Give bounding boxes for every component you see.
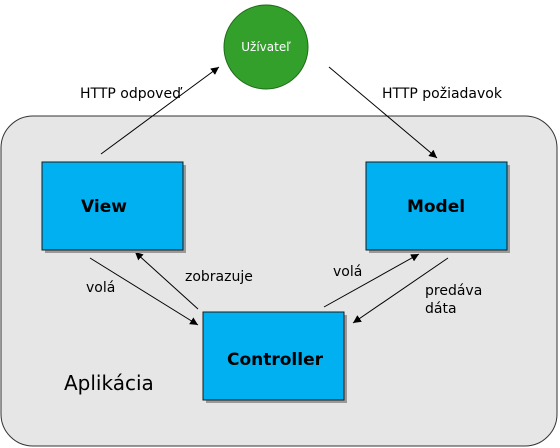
- edge-controller-displays-view: [134, 251, 199, 310]
- view-box: [41, 161, 184, 251]
- user-node: [223, 4, 309, 90]
- controller-displays-label: zobrazuje: [185, 269, 253, 285]
- model-box: [365, 161, 508, 251]
- edge-model-passes-data: [352, 257, 449, 324]
- edge-view-calls-controller: [89, 257, 199, 326]
- view-label: View: [81, 197, 127, 217]
- model-passes-label-line2: dáta: [425, 301, 457, 317]
- application-label: Aplikácia: [64, 371, 154, 395]
- model-passes-label-line1: predáva: [425, 283, 482, 299]
- edge-http-response: [100, 66, 220, 155]
- model-label: Model: [407, 197, 465, 217]
- http-request-label: HTTP požiadavok: [382, 86, 503, 102]
- edge-controller-calls-model: [323, 253, 420, 308]
- controller-box: [202, 311, 345, 401]
- view-calls-label: volá: [86, 280, 115, 296]
- controller-label: Controller: [227, 350, 324, 370]
- http-response-label: HTTP odpoveď: [80, 86, 183, 102]
- user-label: Užívateľ: [241, 40, 291, 54]
- controller-calls-label: volá: [333, 264, 362, 280]
- edge-http-request: [328, 66, 438, 159]
